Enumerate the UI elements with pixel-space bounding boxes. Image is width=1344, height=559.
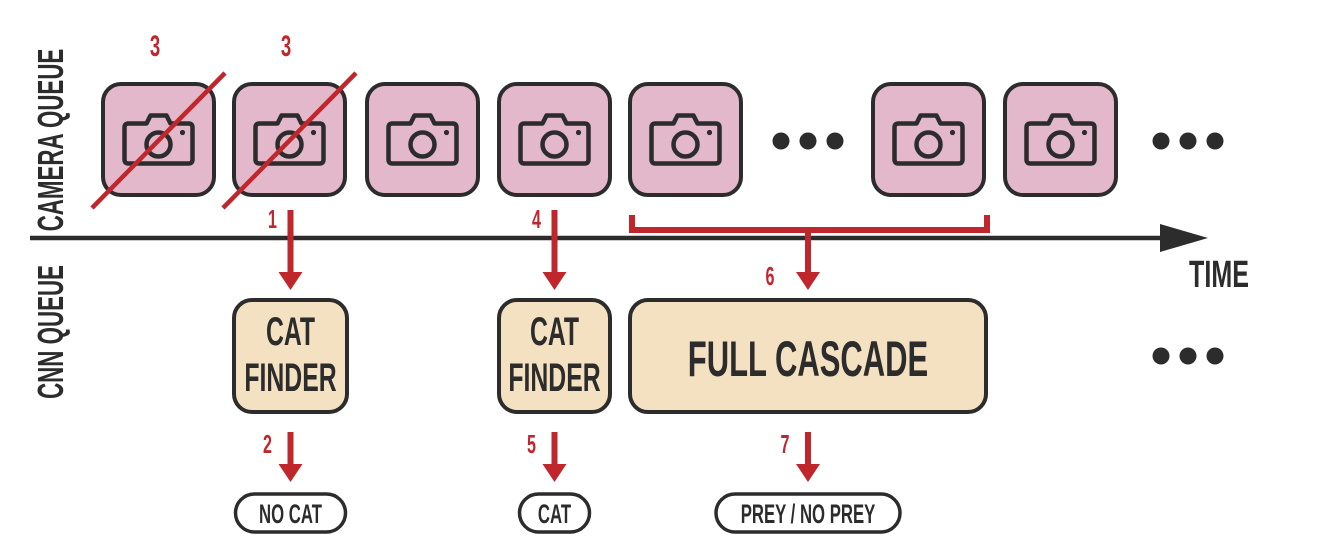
full-cascade-box-rect [628, 298, 988, 414]
cat-finder-box-2-rect [497, 298, 612, 414]
cat-finder-box-1-rect [232, 298, 349, 414]
result-label: NO CAT [259, 499, 322, 529]
camera-queue-label: CAMERA QUEUE [32, 49, 72, 232]
frame-group-bracket [629, 215, 990, 233]
stage-label: FINDER [508, 356, 600, 400]
result-label: PREY / NO PREY [741, 499, 876, 529]
input-arrow [796, 230, 820, 290]
result-pill [233, 492, 348, 534]
result-pill [714, 492, 902, 534]
ellipsis-dot [1179, 132, 1197, 150]
ellipsis-dot [826, 132, 844, 150]
arrow-head [278, 272, 303, 290]
camera-frame [365, 82, 480, 197]
camera-frame-box [497, 82, 612, 197]
time-label: TIME [1189, 253, 1249, 295]
ellipsis-dot [1179, 347, 1197, 365]
stage-label: CAT [530, 310, 579, 354]
step-number-3: 3 [281, 30, 291, 64]
camera-frame: 3 [221, 30, 358, 210]
cnn-queue-ellipsis [1152, 347, 1224, 365]
input-arrow [542, 210, 567, 290]
camera-frame-box [1003, 82, 1118, 197]
discard-strike-line [90, 71, 227, 210]
output-arrow [278, 432, 303, 482]
ellipsis-dot [772, 132, 790, 150]
camera-frame: 3 [90, 30, 227, 210]
camera-queue-ellipsis [772, 132, 844, 150]
camera-frame-box [628, 82, 743, 197]
output-arrow [542, 432, 567, 482]
camera-frame [628, 82, 743, 197]
ellipsis-dot [1152, 132, 1170, 150]
result-label: CAT [538, 499, 571, 529]
ellipsis-dot [1206, 132, 1224, 150]
arrow-head [542, 464, 567, 482]
result-pill [517, 492, 592, 534]
camera-frame-box [871, 82, 986, 197]
ellipsis-dot [799, 132, 817, 150]
step-number-5: 5 [527, 429, 536, 459]
camera-frame-box [365, 82, 480, 197]
arrow-head [796, 464, 820, 482]
step-number-7: 7 [781, 429, 790, 459]
stage-label: CAT [266, 310, 315, 354]
step-number-4: 4 [532, 204, 541, 234]
cnn-queue-label: CNN QUEUE [32, 265, 72, 399]
step-number-3: 3 [150, 30, 160, 64]
camera-frame [871, 82, 986, 197]
arrow-head [796, 272, 820, 290]
arrow-head [542, 272, 567, 290]
output-arrow [796, 432, 820, 482]
input-arrow [278, 210, 303, 290]
arrow-head [278, 464, 303, 482]
timeline-arrowhead [1160, 224, 1208, 252]
camera-frame [497, 82, 612, 197]
bracket-line [629, 215, 990, 233]
step-number-2: 2 [263, 429, 272, 459]
camera-frame [1003, 82, 1118, 197]
stage-label: FINDER [244, 356, 336, 400]
camera-queue-ellipsis-end [1152, 132, 1224, 150]
ellipsis-dot [1206, 347, 1224, 365]
step-number-6: 6 [766, 261, 775, 291]
stage-label: FULL CASCADE [688, 330, 928, 386]
discard-strike-line [221, 71, 358, 210]
ellipsis-dot [1152, 347, 1170, 365]
step-number-1: 1 [268, 204, 277, 234]
